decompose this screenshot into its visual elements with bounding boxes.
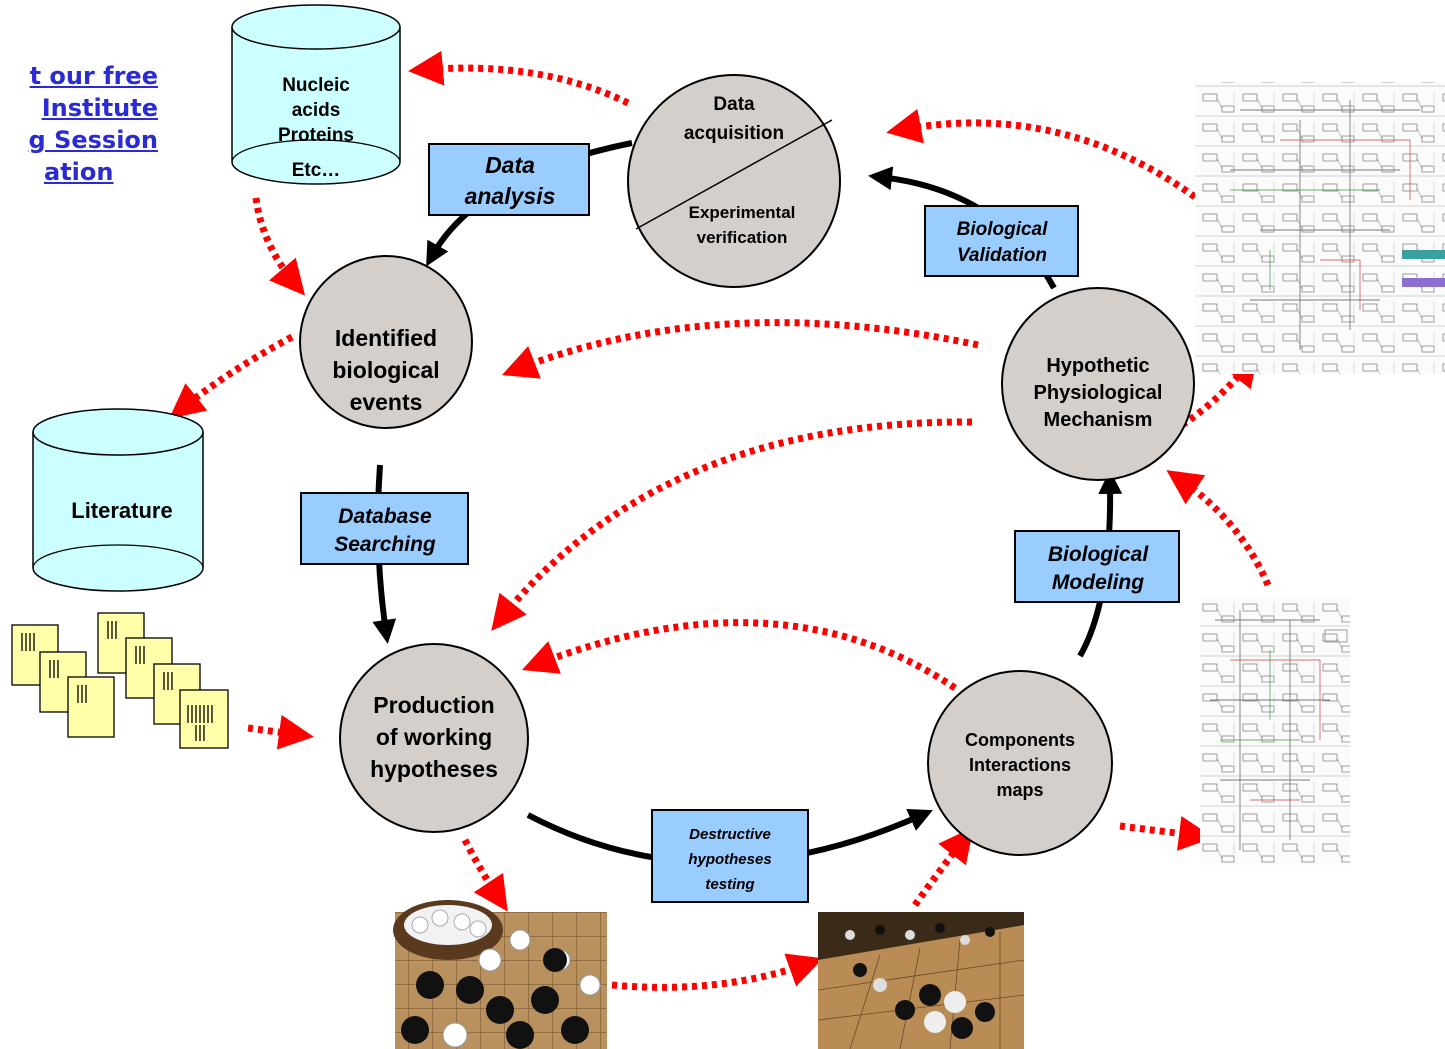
dotted-arrow-mechanism-to-events [501,319,979,379]
dotted-arrow-maps-to-net2 [1119,816,1214,851]
network-map-diagram-bottom [1200,597,1350,865]
sequence-db-line-1: Nucleic [282,75,350,96]
free-session-link[interactable]: t our free Institute g Session ation [0,60,158,188]
label-validation-line-1: Biological [957,219,1049,240]
node-hypotheses-line-1: Production [373,692,494,718]
dotted-arrow-maps-to-hypotheses [521,619,957,691]
literature-db-label: Literature [71,498,172,523]
node-data-acquisition: Data acquisition Experimental verificati… [627,74,841,288]
label-biological-modeling: Biological Modeling [1014,530,1180,603]
label-destructive-line-1: Destructive [689,826,771,843]
literature-database-icon: Literature [32,408,204,592]
node-hypotheses-line-3: hypotheses [370,756,498,782]
node-verification-line-2: verification [697,228,788,247]
sequence-database-icon: Nucleic acids Proteins Etc… [231,4,401,185]
label-data-analysis-line-1: Data [485,152,535,178]
dotted-arrow-hypotheses-to-photo [461,838,508,912]
dotted-arrow-events-to-literature [169,333,294,419]
node-mechanism-line-1: Hypothetic [1046,355,1149,377]
node-events-line-1: Identified [335,325,437,351]
label-validation-line-2: Validation [957,245,1047,266]
label-database-searching: Database Searching [300,492,469,565]
label-destructive-testing: Destructive hypotheses testing [651,809,809,903]
link-line-2: Institute [41,94,158,122]
label-destructive-line-2: hypotheses [688,851,771,868]
node-components-maps: Components Interactions maps [927,670,1113,856]
link-line-4: ation [44,158,114,186]
network-map-diagram-top [1195,82,1445,374]
label-database-searching-line-2: Searching [334,533,436,556]
document-stack-icon [11,612,229,749]
node-physiological-mechanism: Hypothetic Physiological Mechanism [1001,287,1195,481]
sequence-db-line-4: Etc… [292,160,341,181]
node-maps-line-2: Interactions [969,755,1071,775]
sequence-db-line-2: acids [292,100,341,121]
label-data-analysis: Data analysis [428,143,590,216]
node-acquisition-line-2: acquisition [684,123,784,144]
label-modeling-line-2: Modeling [1052,571,1144,594]
node-hypotheses-line-2: of working [376,724,492,750]
go-board-photo-right [817,912,1025,1049]
label-modeling-line-1: Biological [1048,543,1150,566]
dotted-arrow-acq-to-db [408,50,630,107]
node-mechanism-line-3: Mechanism [1044,409,1153,431]
node-events-line-3: events [350,389,423,415]
node-working-hypotheses: Production of working hypotheses [339,643,529,833]
label-database-searching-line-1: Database [338,505,432,528]
dotted-arrow-db-to-events [252,197,306,296]
node-maps-line-1: Components [965,730,1075,750]
label-data-analysis-line-2: analysis [465,183,556,209]
dotted-arrow-net2-to-mechanism [1166,470,1272,587]
node-events-line-2: biological [332,357,439,383]
node-acquisition-line-1: Data [713,94,755,115]
dotted-arrow-photo-to-maps [912,826,974,908]
node-identified-events: Identified biological events [299,255,473,429]
document-icon [67,676,115,738]
dotted-arrow-mechanism-to-hypotheses [491,418,973,631]
node-maps-line-3: maps [996,780,1043,800]
dotted-arrow-docs-to-hypotheses [247,714,314,750]
go-board-photo-left [393,900,607,1049]
label-biological-validation: Biological Validation [924,205,1079,277]
label-destructive-line-3: testing [705,876,754,893]
document-icon [179,689,229,749]
node-mechanism-line-2: Physiological [1034,382,1163,404]
node-verification-line-1: Experimental [689,203,796,222]
sequence-db-line-3: Proteins [278,125,354,146]
dotted-arrow-photo-to-photo [611,953,824,991]
link-line-3: g Session [28,126,158,154]
dotted-arrow-net-to-acq [886,108,1198,200]
link-line-1: t our free [29,62,158,90]
